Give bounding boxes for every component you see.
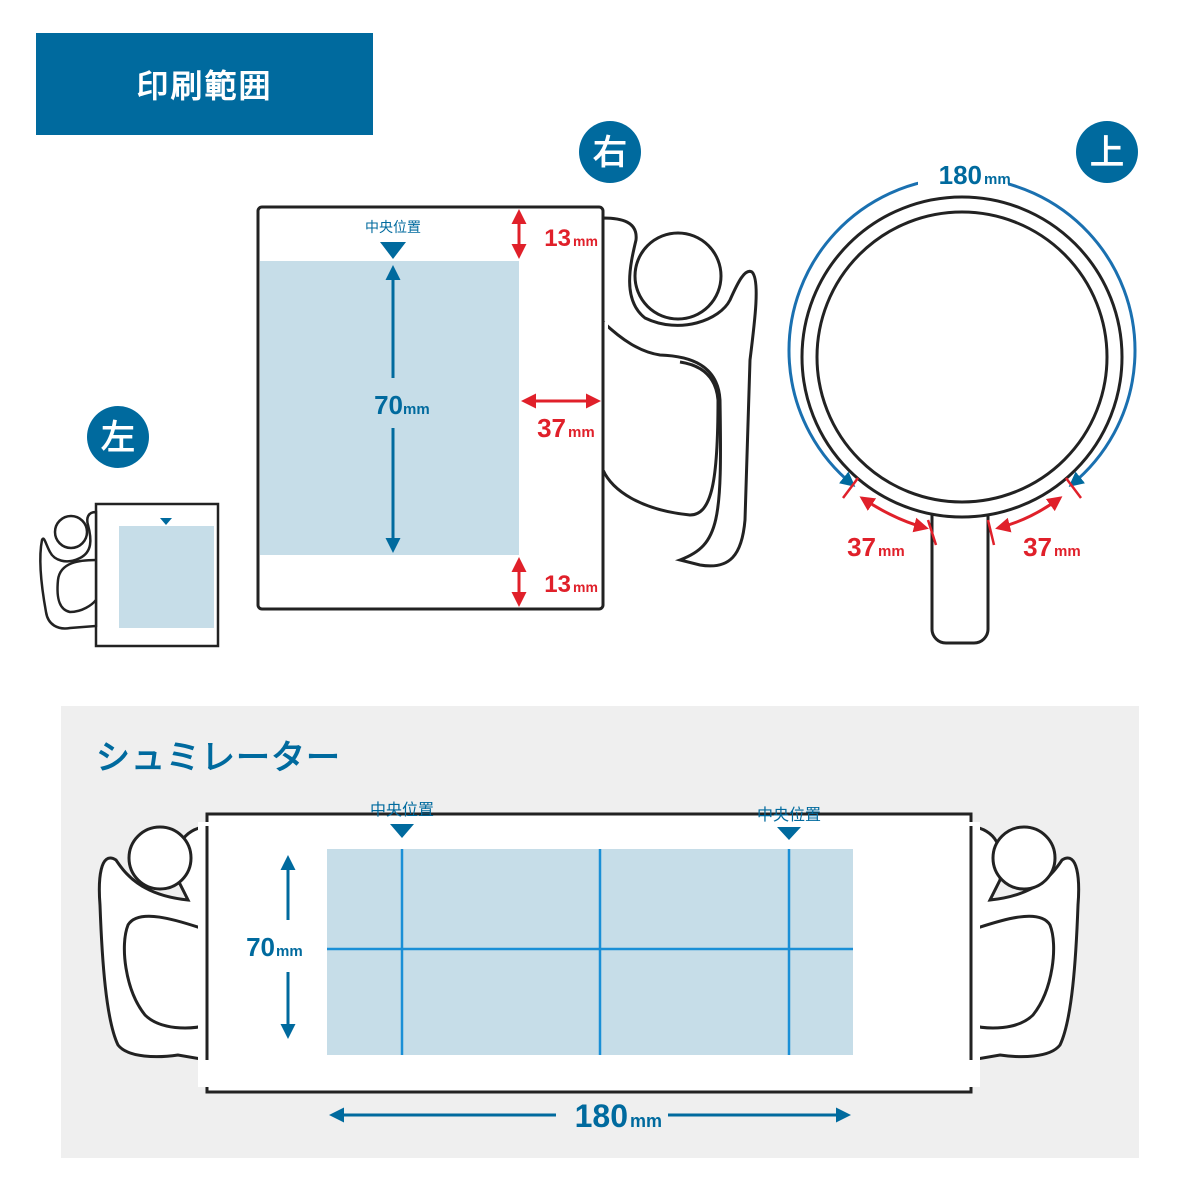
top-circumference-unit: mm [984,171,1011,188]
simulator-diagram: 中央位置 中央位置 70 mm 180 mm [97,800,1081,1134]
top-view: 上 180 mm 37 mm 37 mm [787,121,1138,645]
header-banner: 印刷範囲 [36,33,373,135]
right-handle-gap-unit: mm [568,424,595,441]
top-right-gap-unit: mm [1054,543,1081,560]
left-mug-handle [39,510,98,630]
right-view: 右 中央位置 70 mm 13 mm 13 mm 37 mm [256,121,758,611]
simulator-left-head [127,825,193,891]
left-view: 左 [39,406,220,648]
simulator-right-head [991,825,1057,891]
right-print-area [260,261,519,555]
right-figure-head [633,231,723,321]
simulator-height-value: 70 [246,932,275,962]
simulator-width-unit: mm [630,1111,662,1131]
top-right-gap-value: 37 [1023,532,1052,562]
top-circumference-value: 180 [939,160,982,190]
top-badge-label: 上 [1090,133,1124,173]
left-badge-label: 左 [101,418,135,458]
simulator-width-value: 180 [575,1098,628,1134]
right-top-margin-value: 13 [544,225,571,252]
right-height-unit: mm [403,401,430,418]
center-marker-icon [380,242,406,259]
top-left-gap-value: 37 [847,532,876,562]
left-figure-head [53,514,89,550]
right-bottom-margin-unit: mm [573,579,598,595]
simulator-height-unit: mm [276,943,303,960]
left-badge [87,406,149,468]
left-center-marker-icon [160,518,172,525]
top-badge [1076,121,1138,183]
right-handle-gap-value: 37 [537,413,566,443]
right-center-label: 中央位置 [365,220,421,236]
simulator-center-label-1: 中央位置 [370,800,434,819]
page-title: 印刷範囲 [136,67,273,105]
right-top-margin-unit: mm [573,233,598,249]
right-badge [579,121,641,183]
simulator-title: シュミレーター [96,738,341,778]
right-mug-handle [601,216,758,568]
right-bottom-margin-value: 13 [544,571,571,598]
simulator-center-marker-1-icon [390,824,414,838]
top-left-gap-unit: mm [878,543,905,560]
simulator-print-area [327,849,853,1055]
simulator-center-label-2: 中央位置 [757,805,821,824]
left-print-area [119,526,214,628]
right-height-value: 70 [374,390,403,420]
top-mug-handle [930,498,990,645]
right-badge-label: 右 [593,133,627,173]
top-mug-inner-rim [815,210,1109,504]
simulator-center-marker-2-icon [777,827,801,840]
